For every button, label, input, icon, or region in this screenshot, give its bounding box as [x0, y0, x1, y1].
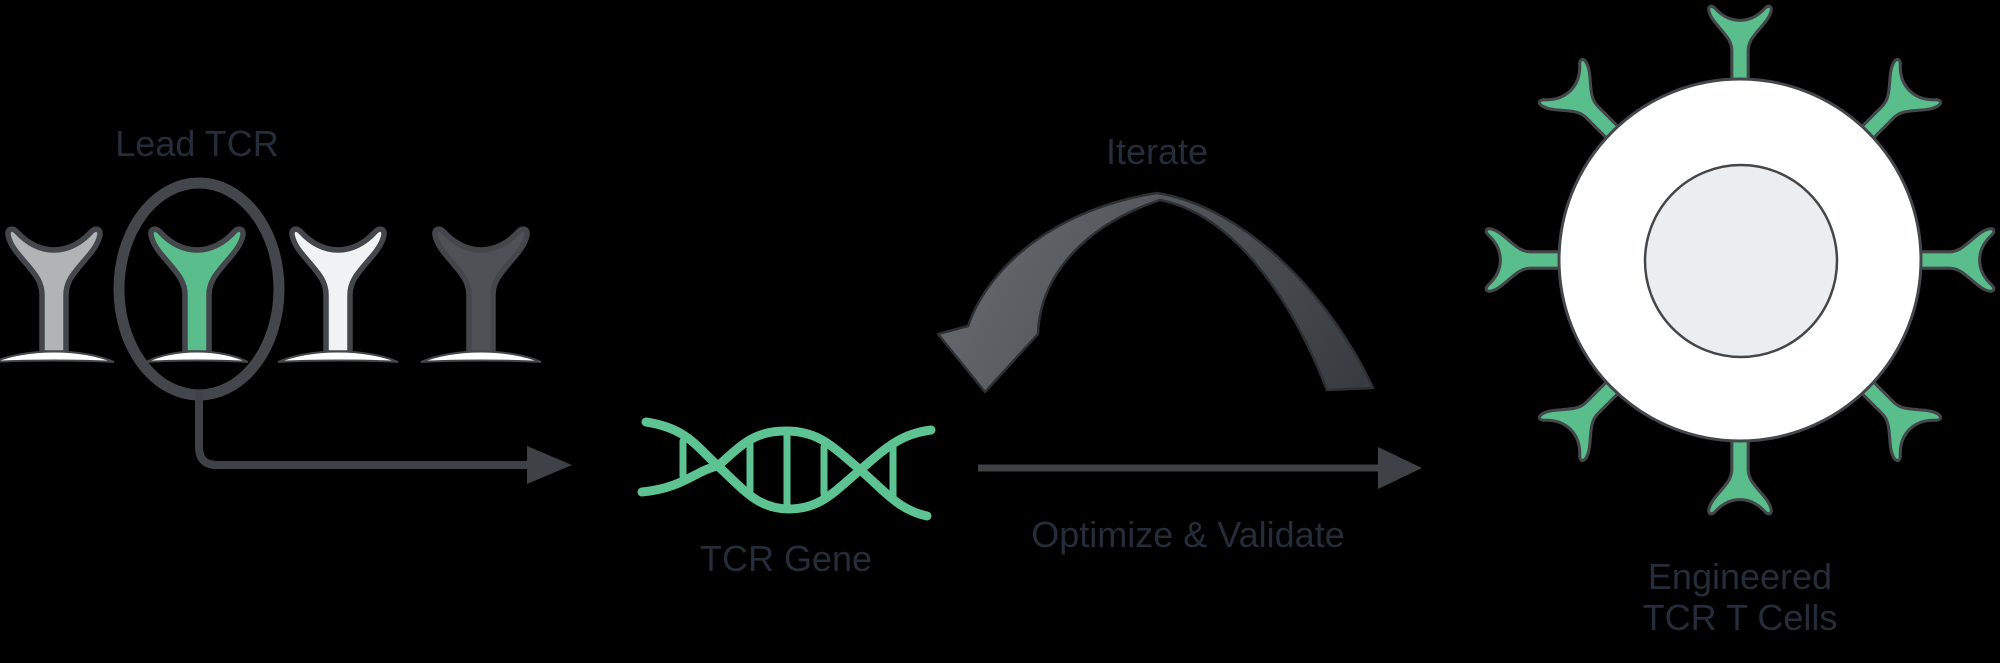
lead-to-gene-arrow [195, 391, 572, 484]
tcr-candidate-1-icon [8, 229, 100, 353]
optimize-arrowhead [1378, 447, 1422, 489]
dna-icon [637, 417, 936, 521]
label-engineered-tcr-t-cells: Engineered TCR T Cells [1643, 556, 1838, 638]
tcr-candidate-3 [277, 229, 399, 363]
dna-rungs [679, 430, 897, 510]
optimize-arrow [978, 447, 1422, 489]
tcr-candidate-2-lead [145, 229, 249, 363]
tcr-candidate-2-lead-icon [151, 229, 243, 353]
label-engineered-line2: TCR T Cells [1642, 597, 1838, 638]
tcr-candidate-3-icon [292, 229, 384, 353]
label-tcr-gene: TCR Gene [699, 538, 873, 579]
membrane-icon [420, 350, 542, 363]
label-lead-tcr: Lead TCR [115, 123, 279, 164]
cell-nucleus [1643, 163, 1839, 359]
tcr-candidate-4 [420, 229, 542, 363]
lead-to-gene-arrow-line [195, 391, 532, 469]
label-optimize-validate: Optimize & Validate [1031, 514, 1345, 555]
label-iterate: Iterate [1105, 131, 1209, 172]
dna-strand-1 [641, 417, 936, 514]
tcr-candidate-4-icon [435, 229, 527, 353]
iterate-arc-icon [936, 191, 1375, 394]
membrane-icon [0, 350, 115, 363]
membrane-icon [277, 350, 399, 363]
lead-to-gene-arrowhead [527, 446, 572, 484]
engineered-cell-icon [1484, 4, 1996, 516]
lead-tcr-panel [0, 177, 542, 401]
tcr-candidate-1 [0, 229, 115, 363]
membrane-icon [145, 350, 249, 363]
label-engineered-line1: Engineered [1647, 556, 1833, 597]
